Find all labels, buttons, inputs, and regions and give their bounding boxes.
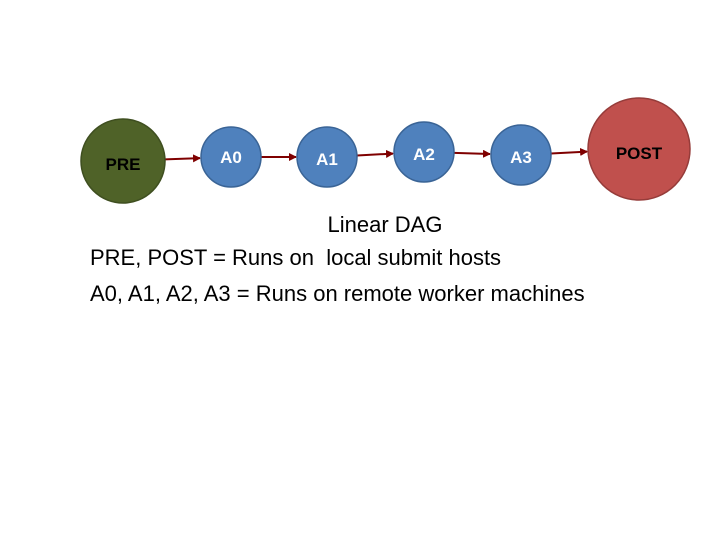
node-a0-label: A0 xyxy=(220,148,242,167)
legend-line-local-hosts: PRE, POST = Runs on local submit hosts xyxy=(90,245,502,270)
dag-nodes: PRE A0 A1 A2 A3 POST xyxy=(80,97,691,204)
node-a1: A1 xyxy=(296,126,358,188)
node-post: POST xyxy=(587,97,691,201)
node-post-circle xyxy=(587,97,691,201)
node-a0: A0 xyxy=(200,126,262,188)
diagram-title: Linear DAG xyxy=(327,212,443,237)
node-a0-circle xyxy=(200,126,262,188)
node-post-label: POST xyxy=(616,144,663,163)
node-a2: A2 xyxy=(393,121,455,183)
node-a3: A3 xyxy=(490,124,552,186)
edge-pre-to-a0 xyxy=(164,154,201,163)
node-a3-label: A3 xyxy=(510,148,532,167)
dag-edges xyxy=(164,147,589,163)
node-pre-circle xyxy=(80,118,166,204)
node-a1-label: A1 xyxy=(316,150,338,169)
edge-a2-to-a3 xyxy=(453,149,491,158)
node-pre: PRE xyxy=(80,118,166,204)
edge-a3-to-post xyxy=(550,147,589,156)
node-a2-circle xyxy=(393,121,455,183)
legend-line-remote-workers: A0, A1, A2, A3 = Runs on remote worker m… xyxy=(90,281,585,306)
edge-a1-to-a2 xyxy=(356,149,394,158)
node-a3-circle xyxy=(490,124,552,186)
node-pre-label: PRE xyxy=(106,155,141,174)
node-a1-circle xyxy=(296,126,358,188)
node-a2-label: A2 xyxy=(413,145,435,164)
